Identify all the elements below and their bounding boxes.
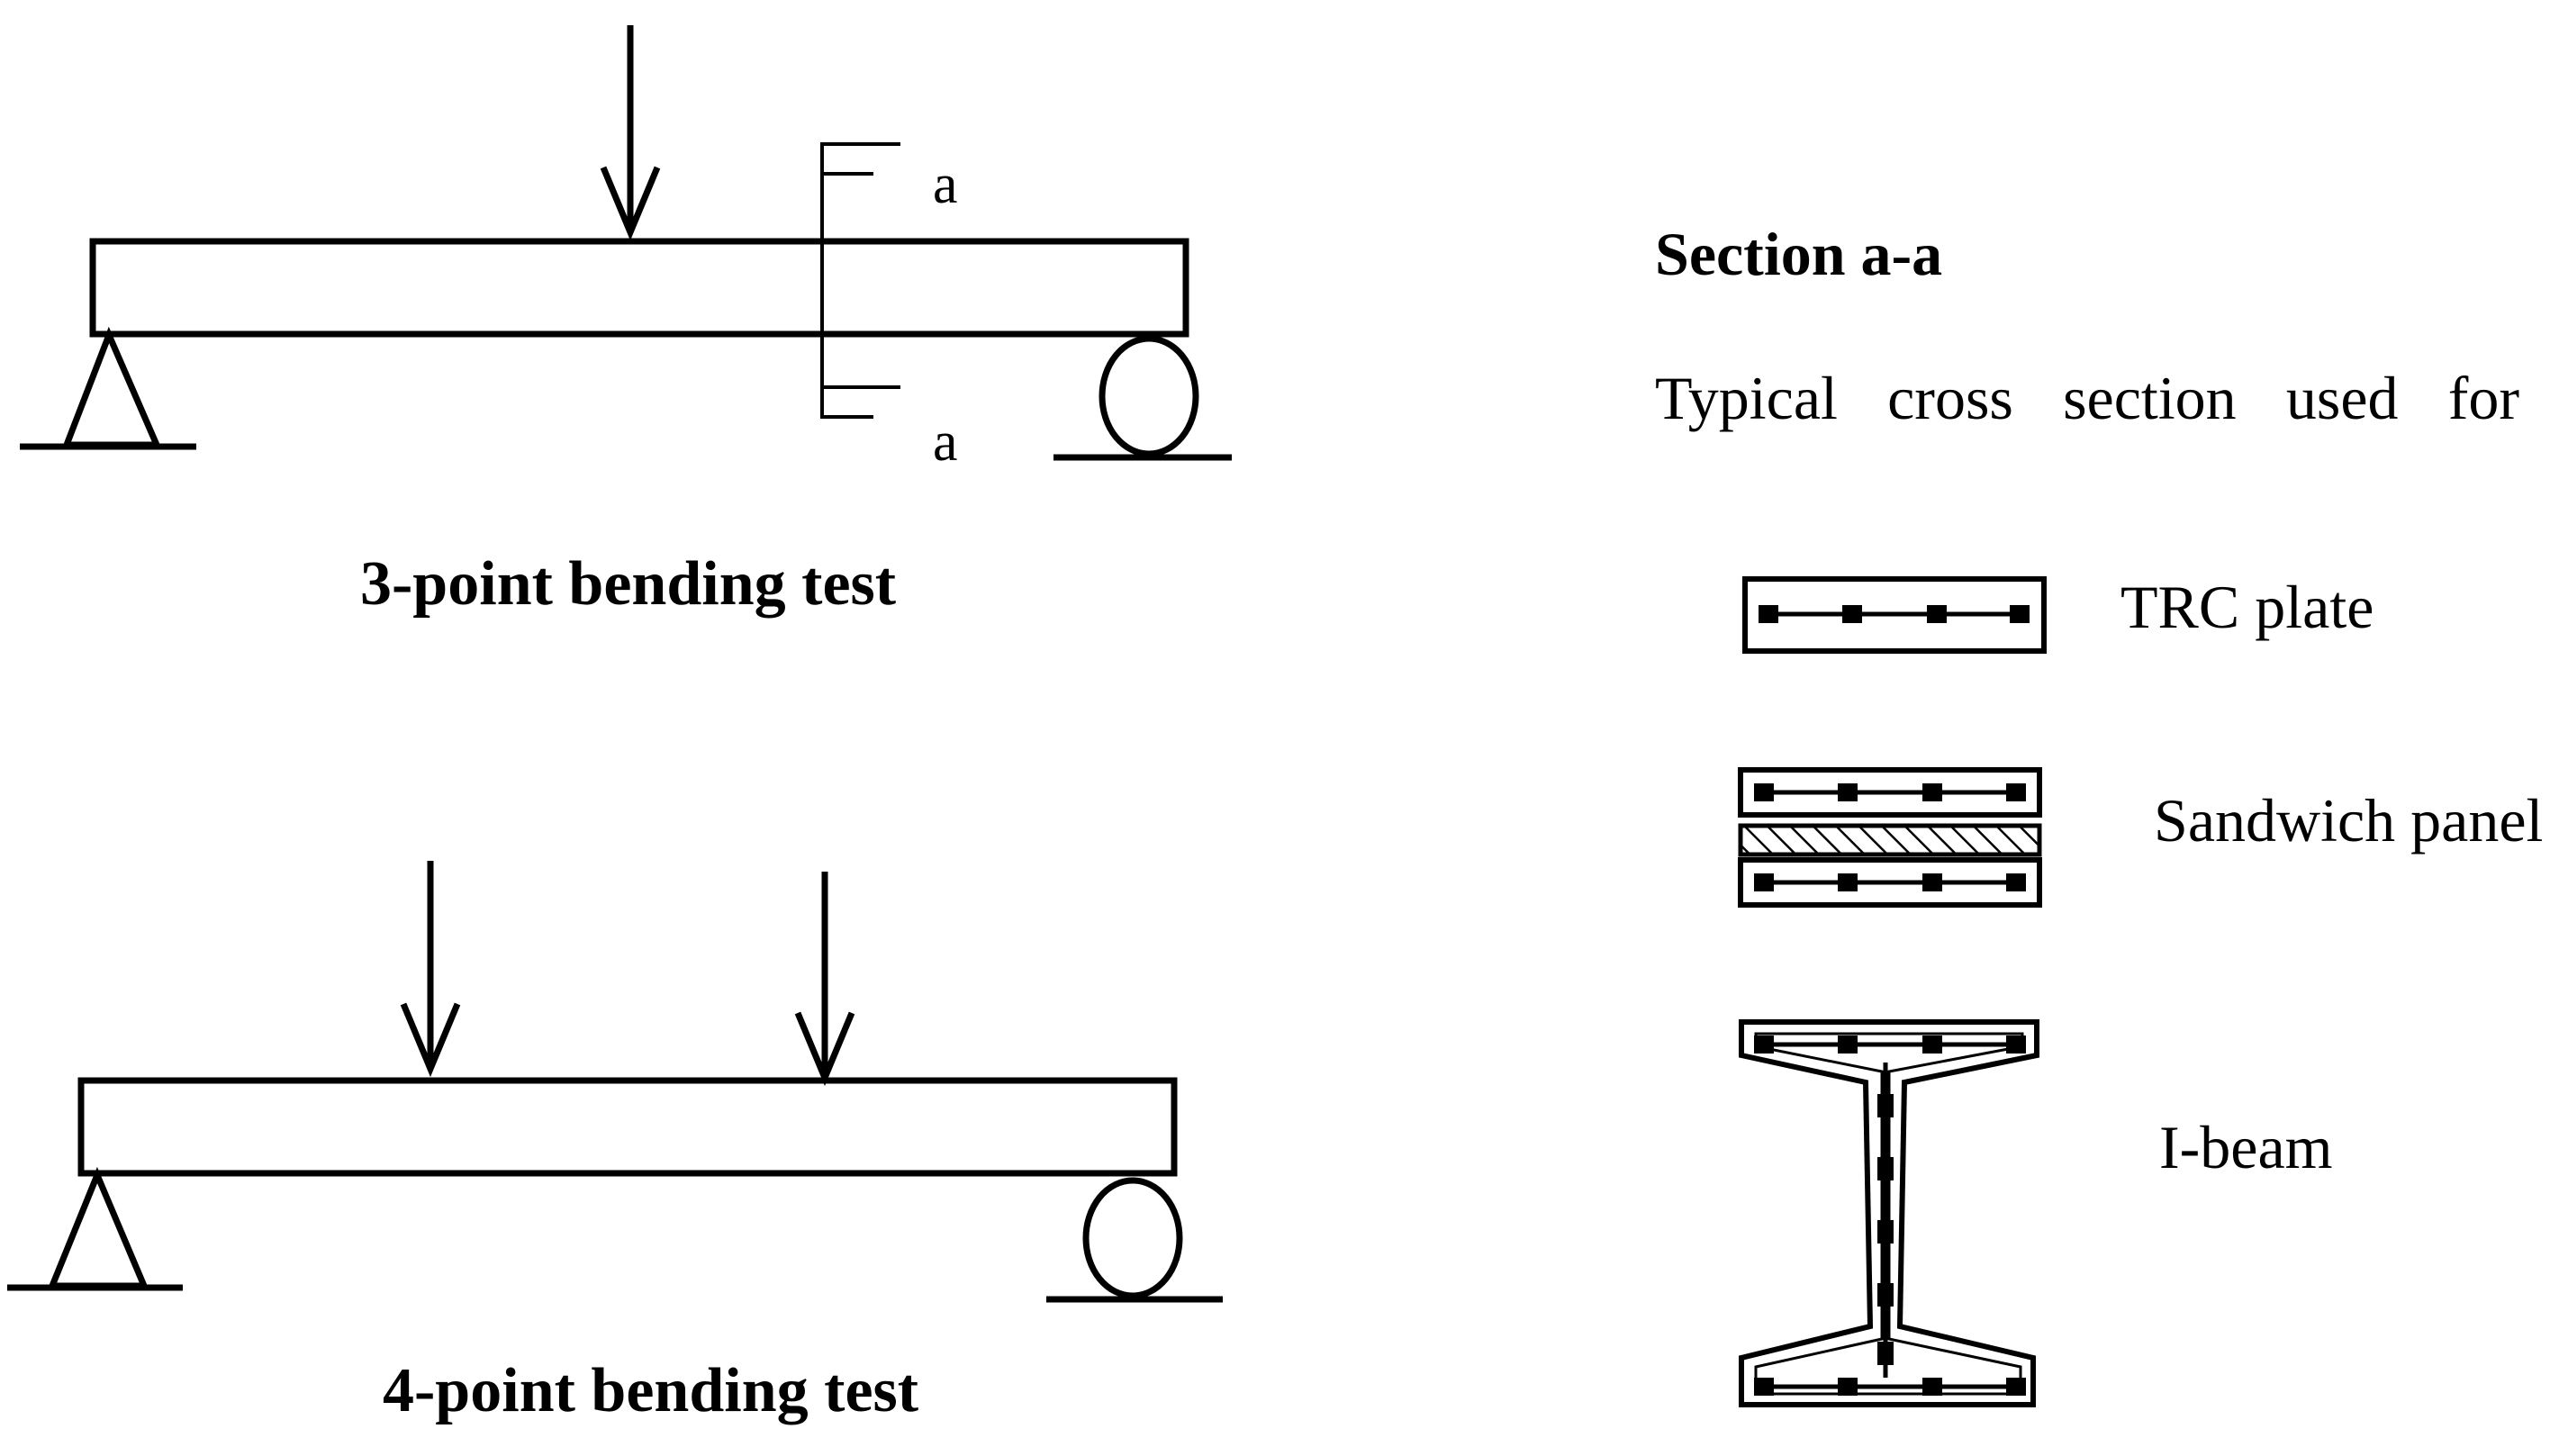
trc-plate-label: TRC plate — [2120, 573, 2374, 641]
pin-support-icon — [20, 326, 196, 450]
section-cut-line — [820, 142, 900, 419]
four-point-test-setup — [7, 861, 1223, 1303]
section-title: Section a-a — [1655, 220, 1943, 288]
pin-support-icon — [7, 1166, 183, 1291]
section-description: Typical cross section used for — [1655, 364, 2519, 432]
sandwich-panel-section-icon — [1738, 767, 2042, 908]
load-arrow-right — [794, 872, 855, 1087]
trc-plate-section-icon — [1742, 576, 2047, 654]
beam — [77, 1077, 1178, 1177]
three-point-caption: 3-point bending test — [360, 549, 897, 619]
sandwich-panel-label: Sandwich panel — [2154, 786, 2544, 855]
load-arrow — [600, 25, 661, 241]
load-arrow-left — [400, 861, 461, 1078]
beam — [89, 238, 1189, 338]
roller-support-icon — [1053, 335, 1232, 461]
three-point-test-setup — [20, 25, 1232, 461]
i-beam-label: I-beam — [2159, 1113, 2333, 1181]
section-mark-top: a — [933, 154, 958, 215]
section-mark-bottom: a — [933, 411, 958, 473]
i-beam-section-icon — [1739, 1019, 2039, 1407]
roller-support-icon — [1046, 1177, 1223, 1303]
four-point-caption: 4-point bending test — [383, 1356, 919, 1425]
